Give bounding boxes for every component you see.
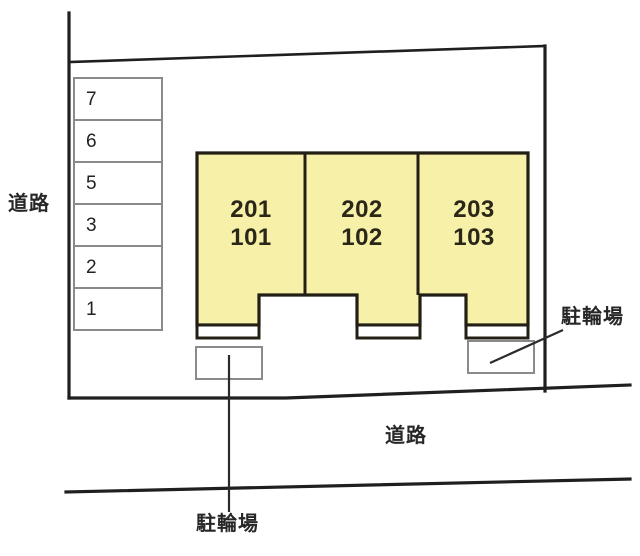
bicycle-parking-label-bottom: 駐輪場 bbox=[196, 511, 259, 535]
parking-stall-label: 6 bbox=[86, 131, 97, 152]
unit-lower-number: 103 bbox=[453, 224, 495, 251]
unit-upper-number: 202 bbox=[341, 196, 383, 223]
parking-stall-label: 1 bbox=[86, 299, 97, 320]
bicycle-parking-left-area bbox=[195, 346, 263, 512]
road-label-left: 道路 bbox=[8, 191, 50, 215]
road-label-bottom: 道路 bbox=[385, 423, 427, 447]
site-boundary bbox=[67, 11, 632, 400]
unit-upper-number: 203 bbox=[453, 196, 495, 223]
unit-number-block: 203 103 bbox=[420, 198, 528, 250]
unit-lower-number: 101 bbox=[230, 224, 272, 251]
unit-lower-number: 102 bbox=[341, 224, 383, 251]
parking-stall-label: 3 bbox=[86, 215, 97, 236]
building-front-strips bbox=[195, 323, 530, 340]
unit-number-block: 202 102 bbox=[307, 198, 417, 250]
unit-upper-number: 201 bbox=[230, 196, 272, 223]
bicycle-parking-label-right: 駐輪場 bbox=[561, 304, 624, 328]
parking-stall-label: 7 bbox=[86, 89, 97, 110]
parking-stall-label: 2 bbox=[86, 257, 97, 278]
parking-stall-label: 5 bbox=[86, 173, 97, 194]
bicycle-parking-right-area bbox=[467, 328, 564, 374]
unit-number-block: 201 101 bbox=[197, 198, 305, 250]
road-edge-line bbox=[64, 477, 632, 494]
parking-stall-stack bbox=[73, 77, 163, 331]
